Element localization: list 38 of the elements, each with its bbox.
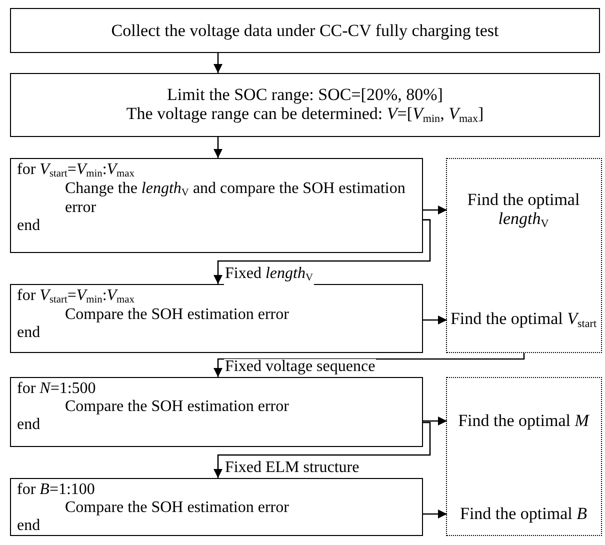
arrow <box>214 353 525 377</box>
arrow <box>423 416 447 426</box>
arrow <box>214 53 222 73</box>
loop-header: for N=1:500 <box>17 380 97 398</box>
loop-body: Compare the SOH estimation error <box>64 498 290 517</box>
box-text: The voltage range can be determined: V=[V$_{min}$, V$_{max}$] <box>126 104 484 126</box>
loop-box <box>10 284 423 353</box>
result-text: Find the optimal V$_{start}$ <box>447 299 600 341</box>
process-box <box>10 8 600 53</box>
group-box <box>446 377 602 536</box>
box-text: Limit the SOC range: SOC=[20%, 80%] <box>167 84 443 104</box>
loop-body: Compare the SOH estimation error <box>64 306 290 324</box>
loop-header: for V$_{start}$=V$_{min}$:V$_{max}$ <box>17 287 136 306</box>
loop-end: end <box>17 516 42 535</box>
loop-header: for B=1:100 <box>17 481 96 499</box>
result-text: Find the optimal B <box>447 502 600 526</box>
box-text: Collect the voltage data under CC-CV fully charging test <box>111 20 499 40</box>
arrow <box>214 219 431 284</box>
edge-label: Fixed voltage sequence <box>224 359 376 376</box>
loop-end: end <box>17 324 42 342</box>
arrow <box>214 422 431 478</box>
arrow <box>423 510 447 518</box>
loop-body: Compare the SOH estimation error <box>64 398 290 416</box>
loop-end: end <box>17 416 42 434</box>
group-box <box>446 158 602 353</box>
loop-box <box>10 377 423 447</box>
result-text: Find the optimal length$_{V}$ <box>447 189 600 231</box>
result-text: Find the optimal M <box>447 400 600 442</box>
edge-label: Fixed length$_{V}$ <box>224 266 314 285</box>
arrow <box>423 206 447 214</box>
loop-end: end <box>17 217 42 236</box>
process-box <box>10 73 600 137</box>
loop-header: for V$_{start}$=V$_{min}$:V$_{max}$ <box>17 161 136 180</box>
arrow <box>214 137 222 158</box>
loop-box <box>10 478 423 536</box>
loop-body: Change the length$_{V}$ and compare the SOH estimation error <box>64 180 406 218</box>
arrow <box>423 316 447 324</box>
loop-box <box>10 158 423 253</box>
